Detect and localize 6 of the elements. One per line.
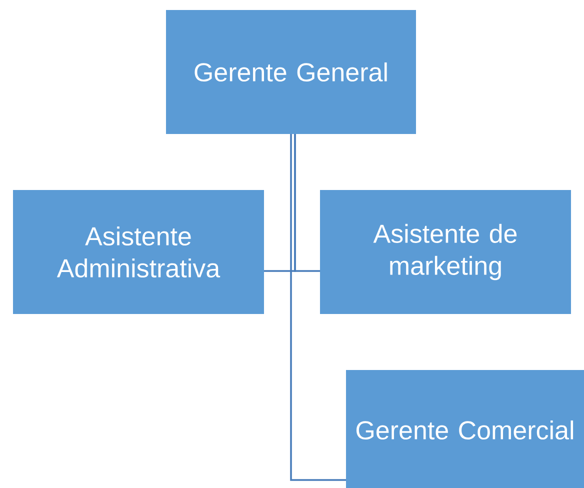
org-box: Asistente de marketing: [320, 190, 571, 314]
connector-line: [294, 134, 320, 272]
org-box: Gerente Comercial: [346, 370, 584, 488]
org-box: Gerente General: [166, 10, 416, 134]
org-box: Asistente Administrativa: [13, 190, 264, 314]
connector-line: [290, 134, 346, 481]
